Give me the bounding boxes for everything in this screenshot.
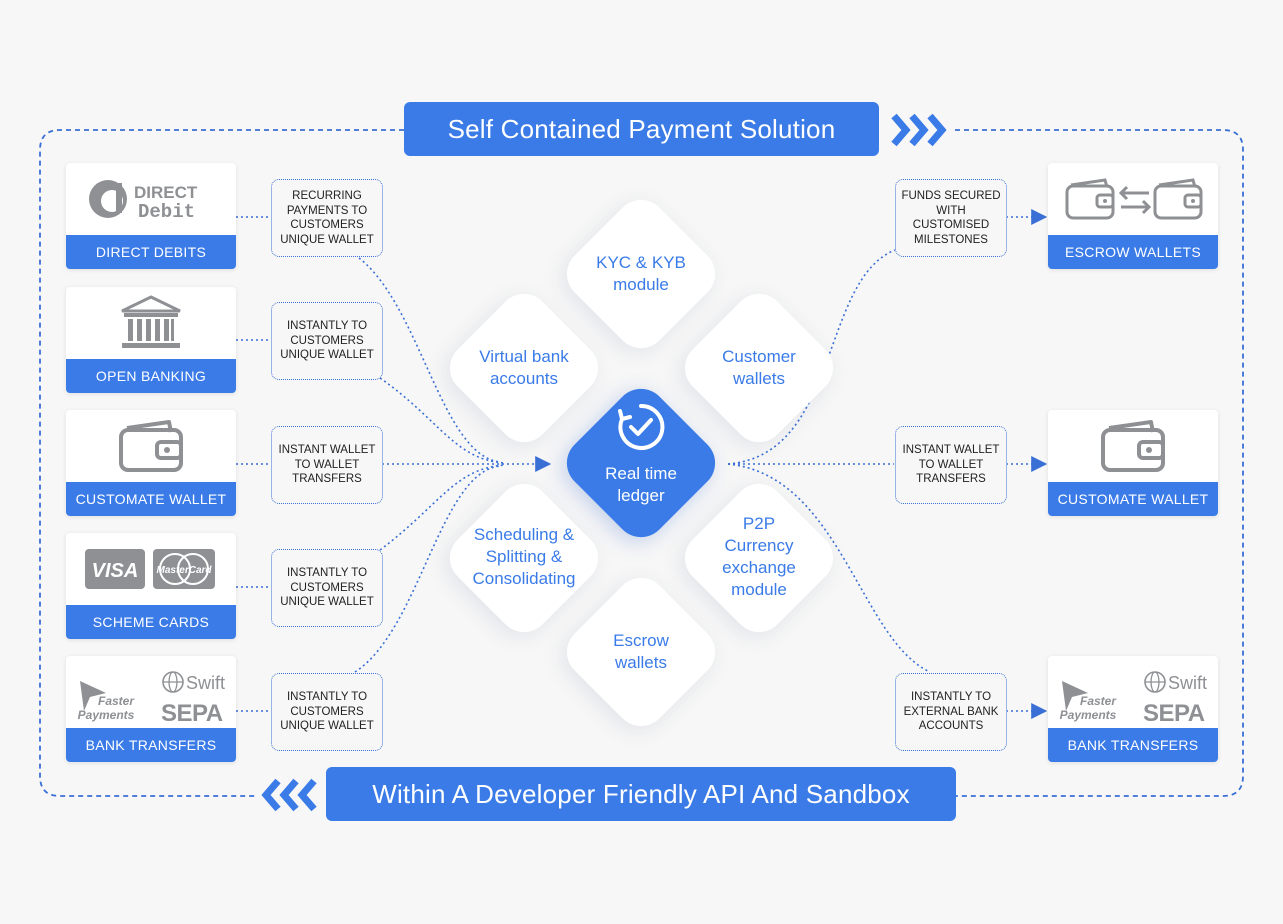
escrow-wallets-icon: [1048, 163, 1218, 235]
note-right-1: Funds secured with customised milestones: [895, 179, 1007, 257]
label-scheduling: Scheduling &Splitting &Consolidating: [472, 525, 576, 588]
note-left-1: Recurring payments to customers unique w…: [271, 179, 383, 257]
bank-icon: [66, 287, 236, 359]
frame-top-left: [39, 129, 404, 797]
card-label: SCHEME CARDS: [66, 605, 236, 639]
visa-icon: VISA: [85, 549, 145, 589]
chevron-right-icon: [891, 113, 947, 147]
card-bank-transfers-left: Faster Payments Swift SEPA BANK TRANSFER…: [66, 656, 236, 762]
note-left-3: Instant wallet to wallet transfers: [271, 426, 383, 504]
note-right-2: Instant wallet to wallet transfers: [895, 426, 1007, 504]
swift-icon: Swift: [1144, 671, 1207, 693]
note-right-3: Instantly to external bank accounts: [895, 673, 1007, 751]
card-label: ESCROW WALLETS: [1048, 235, 1218, 269]
card-label: CUSTOMATE WALLET: [1048, 482, 1218, 516]
card-escrow-wallets: ESCROW WALLETS: [1048, 163, 1218, 269]
chevron-left-icon: [261, 778, 317, 812]
direct-debit-logo-bottom: Debit: [138, 201, 195, 223]
frame-top-right: [955, 129, 1244, 797]
card-customate-wallet-right: CUSTOMATE WALLET: [1048, 410, 1218, 516]
card-label: DIRECT DEBITS: [66, 235, 236, 269]
mastercard-icon: MasterCard: [153, 549, 215, 589]
card-label: CUSTOMATE WALLET: [66, 482, 236, 516]
card-label: BANK TRANSFERS: [1048, 728, 1218, 762]
note-left-2: Instantly to customers unique wallet: [271, 302, 383, 380]
faster-payments-icon: Faster Payments: [1060, 681, 1117, 722]
banner-bottom-title: Within A Developer Friendly API And Sand…: [326, 767, 956, 821]
swift-text: Swift: [186, 673, 225, 693]
sepa-icon: SEPA: [161, 700, 223, 723]
faster-text: Faster: [98, 694, 135, 708]
sepa-icon: SEPA: [1143, 700, 1205, 723]
card-label: OPEN BANKING: [66, 359, 236, 393]
faster-payments-icon: Faster Payments: [78, 681, 135, 722]
card-scheme-cards: VISA MasterCard SCHEME CARDS: [66, 533, 236, 639]
sepa-text: SEPA: [1143, 700, 1205, 723]
direct-debit-icon: DIRECT Debit: [66, 163, 236, 235]
note-left-5: Instantly to customers unique wallet: [271, 673, 383, 751]
visa-logo-text: VISA: [92, 560, 139, 582]
card-bank-transfers-right: Faster Payments Swift SEPA BANK TRANSFER…: [1048, 656, 1218, 762]
payments-text: Payments: [1060, 708, 1117, 722]
faster-text: Faster: [1080, 694, 1117, 708]
payments-text: Payments: [78, 708, 135, 722]
swift-icon: Swift: [162, 671, 225, 693]
banner-top-title: Self Contained Payment Solution: [404, 102, 879, 156]
card-customate-wallet-left: CUSTOMATE WALLET: [66, 410, 236, 516]
wallet-icon: [1048, 410, 1218, 482]
mastercard-logo-text: MasterCard: [156, 565, 212, 576]
clock-check-icon: [618, 403, 665, 450]
direct-debit-logo-top: DIRECT: [134, 183, 198, 202]
card-direct-debits: DIRECT Debit DIRECT DEBITS: [66, 163, 236, 269]
swift-text: Swift: [1168, 673, 1207, 693]
card-label: BANK TRANSFERS: [66, 728, 236, 762]
note-left-4: Instantly to customers unique wallet: [271, 549, 383, 627]
card-open-banking: OPEN BANKING: [66, 287, 236, 393]
wallet-icon: [66, 410, 236, 482]
sepa-text: SEPA: [161, 700, 223, 723]
